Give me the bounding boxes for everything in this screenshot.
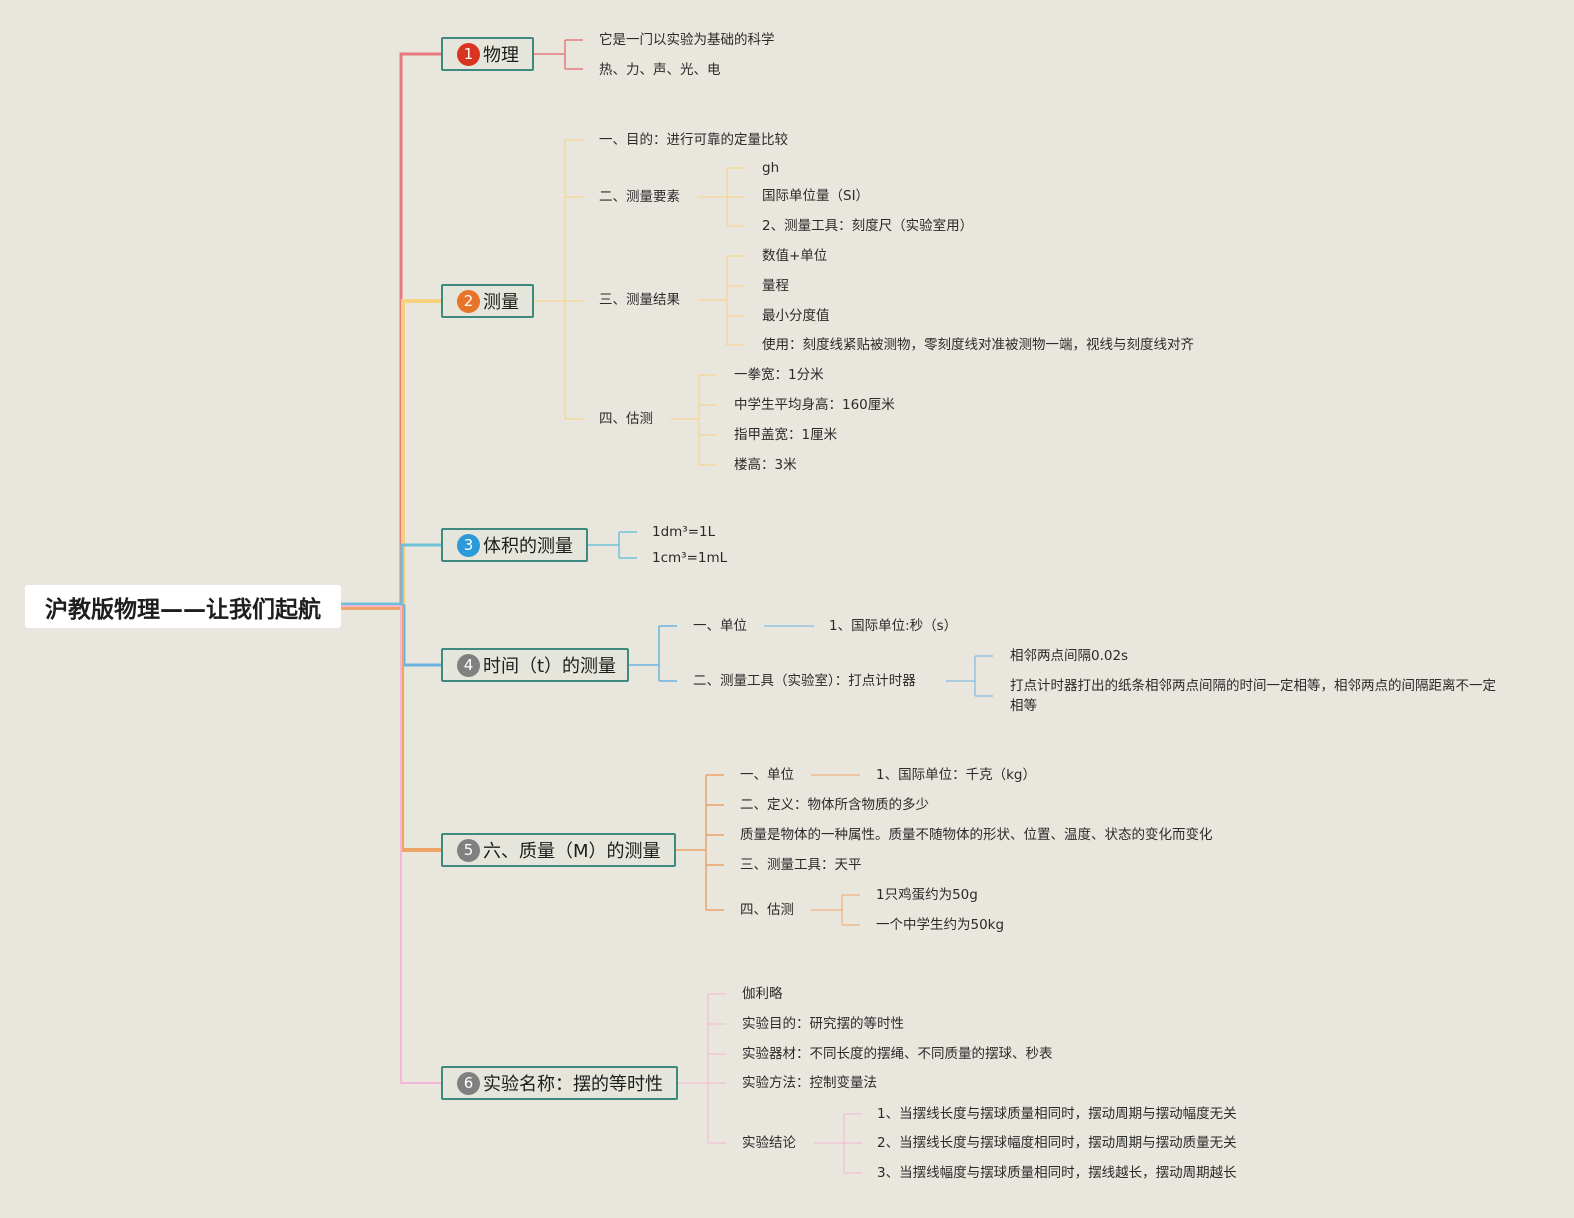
connector-t1 (534, 39, 583, 70)
leaf-node[interactable]: 中学生平均身高：160厘米 (734, 397, 895, 413)
subtopic-node[interactable]: 二、测量要素 (599, 189, 680, 205)
leaf-node[interactable]: 国际单位量（SI） (762, 188, 870, 204)
branch-line-5 (341, 606, 441, 852)
leaf-node[interactable]: 数值+单位 (762, 248, 828, 264)
leaf-node[interactable]: gh (762, 160, 780, 176)
connector-t6 (678, 993, 726, 1144)
leaf-node[interactable]: 量程 (762, 278, 789, 294)
number-badge-icon: 2 (457, 289, 480, 313)
leaf-node[interactable]: 楼高：3米 (734, 457, 797, 473)
leaf-node[interactable]: 一拳宽：1分米 (734, 367, 824, 383)
leaf-node[interactable]: 一个中学生约为50kg (876, 917, 1005, 933)
subtopic-node[interactable]: 实验器材：不同长度的摆绳、不同质量的摆球、秒表 (742, 1046, 1053, 1062)
topic-label: 物理 (483, 45, 519, 66)
subtopic-node[interactable]: 一、单位 (693, 618, 747, 634)
topic-label: 实验名称：摆的等时性 (483, 1074, 663, 1095)
subtopic-node[interactable]: 三、测量结果 (599, 292, 680, 308)
leaf-node[interactable]: 指甲盖宽：1厘米 (734, 427, 838, 443)
leaf-node[interactable]: 1、当摆线长度与摆球质量相同时，摆动周期与摆动幅度无关 (877, 1106, 1237, 1122)
topic-6[interactable]: 6 实验名称：摆的等时性 (441, 1066, 678, 1100)
leaf-node[interactable]: 相邻两点间隔0.02s (1010, 648, 1129, 664)
branch-line-4 (341, 604, 441, 667)
root-topic[interactable]: 沪教版物理——让我们起航 (25, 585, 341, 628)
leaf-node[interactable]: 1、国际单位:秒（s） (829, 618, 958, 634)
topic-label: 体积的测量 (483, 536, 573, 557)
number-badge-icon: 5 (457, 838, 480, 862)
topic-3[interactable]: 3 体积的测量 (441, 528, 588, 562)
connector-t6-s5 (814, 1113, 862, 1174)
leaf-node[interactable]: 2、当摆线长度与摆球幅度相同时，摆动周期与摆动质量无关 (877, 1135, 1237, 1151)
subtopic-node[interactable]: 一、目的：进行可靠的定量比较 (599, 132, 788, 148)
topic-label: 六、质量（M）的测量 (483, 841, 661, 862)
subtopic-node[interactable]: 三、测量工具：天平 (740, 857, 862, 873)
connector-t2-s3 (698, 255, 745, 346)
number-badge-icon: 4 (457, 653, 480, 677)
subtopic-node[interactable]: 实验结论 (742, 1135, 796, 1151)
connector-t5 (676, 774, 724, 911)
leaf-node[interactable]: 热、力、声、光、电 (599, 62, 721, 78)
connector-t4-s2 (946, 655, 993, 697)
subtopic-node[interactable]: 二、定义：物体所含物质的多少 (740, 797, 929, 813)
leaf-node[interactable]: 最小分度值 (762, 308, 830, 324)
number-badge-icon: 6 (457, 1071, 480, 1095)
subtopic-node[interactable]: 质量是物体的一种属性。质量不随物体的形状、位置、温度、状态的变化而变化 (740, 827, 1213, 843)
branch-line-1 (341, 52, 441, 607)
subtopic-node[interactable]: 四、估测 (599, 411, 653, 427)
subtopic-node[interactable]: 实验目的：研究摆的等时性 (742, 1016, 904, 1032)
topic-4[interactable]: 4 时间（t）的测量 (441, 648, 629, 682)
topic-2[interactable]: 2 测量 (441, 284, 534, 318)
subtopic-node[interactable]: 四、估测 (740, 902, 794, 918)
connector-t2-s4 (670, 374, 717, 466)
connector-t2 (534, 139, 583, 420)
number-badge-icon: 3 (457, 533, 480, 557)
leaf-node[interactable]: 1cm³=1mL (652, 550, 728, 566)
leaf-node[interactable]: 使用：刻度线紧贴被测物，零刻度线对准被测物一端，视线与刻度线对齐 (762, 337, 1194, 353)
number-badge-icon: 1 (457, 42, 480, 66)
branch-line-2 (341, 299, 441, 609)
connector-t5-s5 (811, 894, 860, 926)
leaf-node[interactable]: 3、当摆线幅度与摆球质量相同时，摆线越长，摆动周期越长 (877, 1165, 1237, 1181)
topic-label: 测量 (483, 292, 519, 313)
connector-t2-s2 (698, 167, 745, 227)
leaf-node[interactable]: 它是一门以实验为基础的科学 (599, 32, 775, 48)
branch-line-3 (341, 543, 441, 606)
subtopic-node[interactable]: 伽利略 (742, 986, 783, 1002)
leaf-node[interactable]: 1、国际单位：千克（kg） (876, 767, 1036, 783)
topic-label: 时间（t）的测量 (483, 656, 617, 677)
connector-t3 (588, 531, 637, 559)
branch-line-6 (341, 605, 441, 1084)
leaf-node[interactable]: 1dm³=1L (652, 524, 716, 540)
subtopic-node[interactable]: 一、单位 (740, 767, 794, 783)
leaf-node[interactable]: 2、测量工具：刻度尺（实验室用） (762, 218, 974, 234)
topic-1[interactable]: 1 物理 (441, 37, 534, 71)
connector-t4 (629, 625, 677, 682)
leaf-node[interactable]: 打点计时器打出的纸条相邻两点间隔的时间一定相等，相邻两点的间隔距离不一定相等 (1010, 678, 1496, 714)
subtopic-node[interactable]: 二、测量工具（实验室）：打点计时器 (693, 673, 916, 689)
subtopic-node[interactable]: 实验方法：控制变量法 (742, 1075, 877, 1091)
leaf-node[interactable]: 1只鸡蛋约为50g (876, 887, 978, 903)
topic-5[interactable]: 5 六、质量（M）的测量 (441, 833, 676, 867)
